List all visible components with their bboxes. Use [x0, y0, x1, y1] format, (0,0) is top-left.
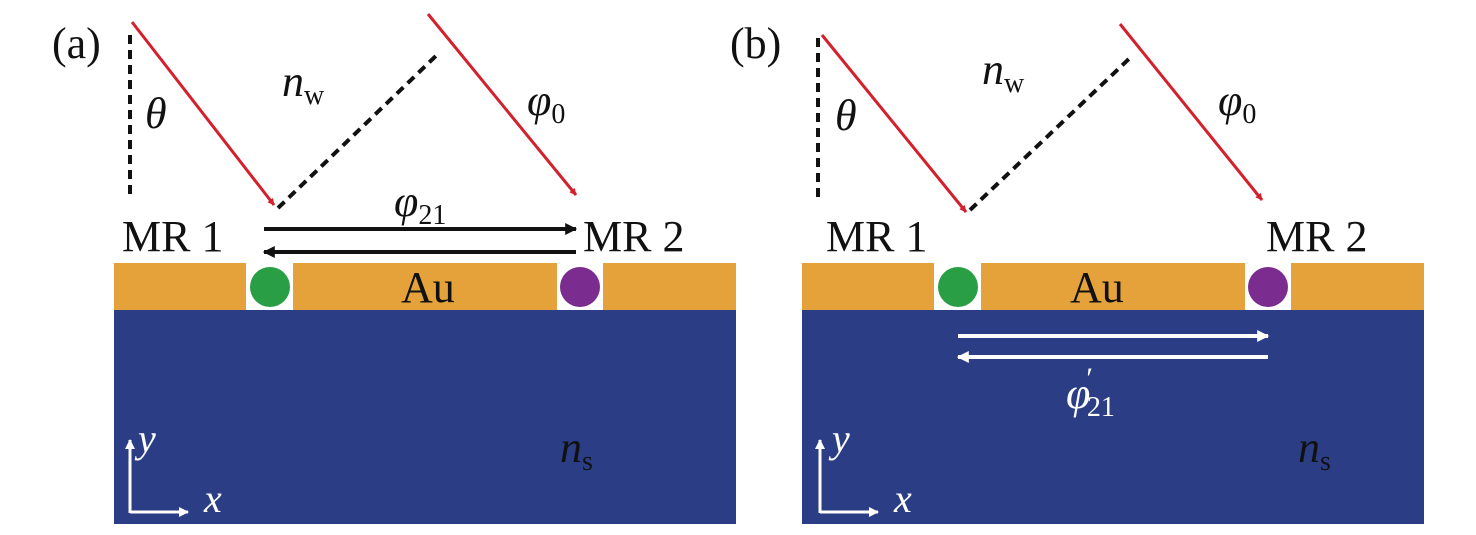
- gold-film-left: [114, 263, 246, 310]
- incident-beam-2: [426, 13, 578, 196]
- gold-film-right: [603, 263, 736, 310]
- ambient-index-label: nw: [982, 45, 1025, 99]
- coupling-phase-label: φ21: [394, 177, 446, 231]
- resonator-1-dot: [250, 267, 290, 307]
- axis-y-label: y: [828, 416, 850, 461]
- coupling-phase-label: φ′21: [1066, 362, 1115, 423]
- metal-label: Au: [401, 263, 455, 312]
- phase-0-label: φ0: [1218, 76, 1256, 130]
- phase-0-label: φ0: [527, 76, 565, 130]
- incidence-angle-label: θ: [145, 89, 167, 138]
- gold-film-left: [802, 263, 934, 310]
- panel-b: (b) nw θ φ0 MR 1 MR 2 Au φ′21 ns y x: [730, 19, 1424, 524]
- wavefront-dashed: [968, 54, 1134, 212]
- resonator-1-dot: [938, 267, 978, 307]
- axis-x-label: x: [893, 476, 912, 521]
- resonator-2-dot: [560, 267, 600, 307]
- metal-label: Au: [1070, 263, 1124, 312]
- resonator-2-label: MR 2: [583, 212, 684, 261]
- axis-x-label: x: [203, 476, 222, 521]
- resonator-2-dot: [1248, 267, 1288, 307]
- resonator-1-label: MR 1: [122, 212, 223, 261]
- gold-film-right: [1291, 263, 1424, 310]
- resonator-1-label: MR 1: [826, 212, 927, 261]
- panel-label: (a): [52, 19, 101, 68]
- incident-beam-1: [820, 34, 968, 213]
- incident-beam-1: [130, 21, 276, 206]
- gold-film-center: [981, 263, 1245, 310]
- incident-beam-2: [1118, 23, 1264, 201]
- substrate-layer: [114, 310, 736, 524]
- ambient-index-label: nw: [282, 57, 325, 111]
- resonator-2-label: MR 2: [1266, 212, 1367, 261]
- panel-a: (a) nw θ φ0 φ21 MR 1 MR 2 Au ns y x: [52, 13, 736, 524]
- wavefront-dashed: [276, 50, 442, 210]
- incidence-angle-label: θ: [835, 91, 857, 140]
- panel-label: (b): [730, 19, 781, 68]
- substrate-index-label: ns: [560, 423, 593, 477]
- gold-film-center: [293, 263, 557, 310]
- substrate-index-label: ns: [1298, 423, 1331, 477]
- axis-y-label: y: [134, 416, 156, 461]
- substrate-layer: [802, 310, 1424, 524]
